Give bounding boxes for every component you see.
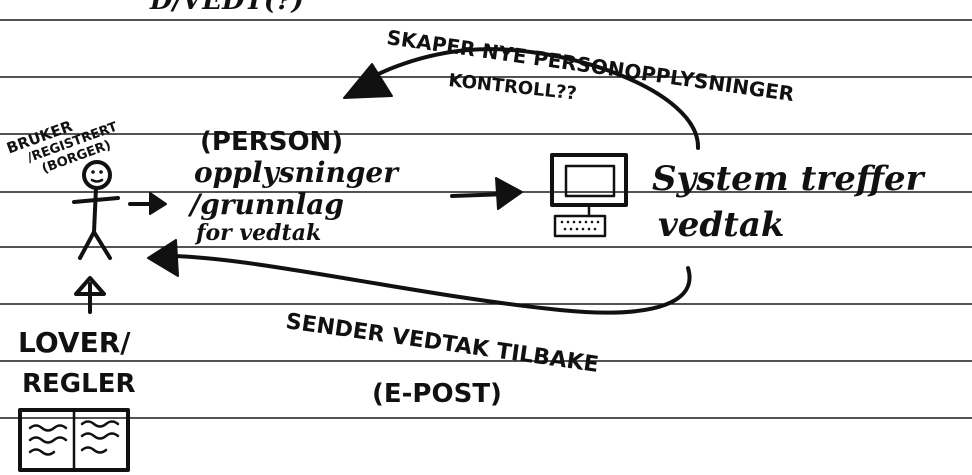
ruled-lines xyxy=(0,19,972,419)
stick-figure-icon xyxy=(72,160,120,260)
info-label-line-1: (PERSON) xyxy=(200,127,343,157)
laws-label-line-2: REGLER xyxy=(22,369,135,399)
system-label: System treffer vedtak xyxy=(652,159,926,245)
arrow-laws-to-user xyxy=(74,276,106,314)
arrow-system-to-info xyxy=(343,47,701,150)
system-label-line-1: System treffer xyxy=(652,159,926,199)
laws-label: LOVER/ REGLER xyxy=(18,326,135,399)
arrow-user-to-info xyxy=(128,192,167,215)
arrow-info-to-system xyxy=(450,177,523,210)
info-label-line-3: /grunnlag xyxy=(187,188,344,221)
info-label: (PERSON) opplysninger /grunnlag for vedt… xyxy=(187,127,400,246)
info-label-line-4: for vedtak xyxy=(194,220,321,246)
law-book-icon xyxy=(18,408,130,472)
laws-label-line-1: LOVER/ xyxy=(18,326,131,359)
sends-back-text: SENDER VEDTAK TILBAKE xyxy=(284,309,600,378)
user-label: BRUKER /REGISTRERT (BORGER) xyxy=(4,117,119,177)
control-text: KONTROLL?? xyxy=(447,70,577,104)
top-fragment-text: D/VEDT(?) xyxy=(149,0,304,16)
system-label-line-2: vedtak xyxy=(658,205,784,245)
arrow-system-to-user xyxy=(147,239,692,315)
creates-new-data-text: SKAPER NYE PERSONOPPLYSNINGER xyxy=(385,25,795,106)
email-text: (E-POST) xyxy=(372,379,502,409)
computer-icon xyxy=(550,153,628,238)
info-label-line-2: opplysninger xyxy=(194,156,400,189)
